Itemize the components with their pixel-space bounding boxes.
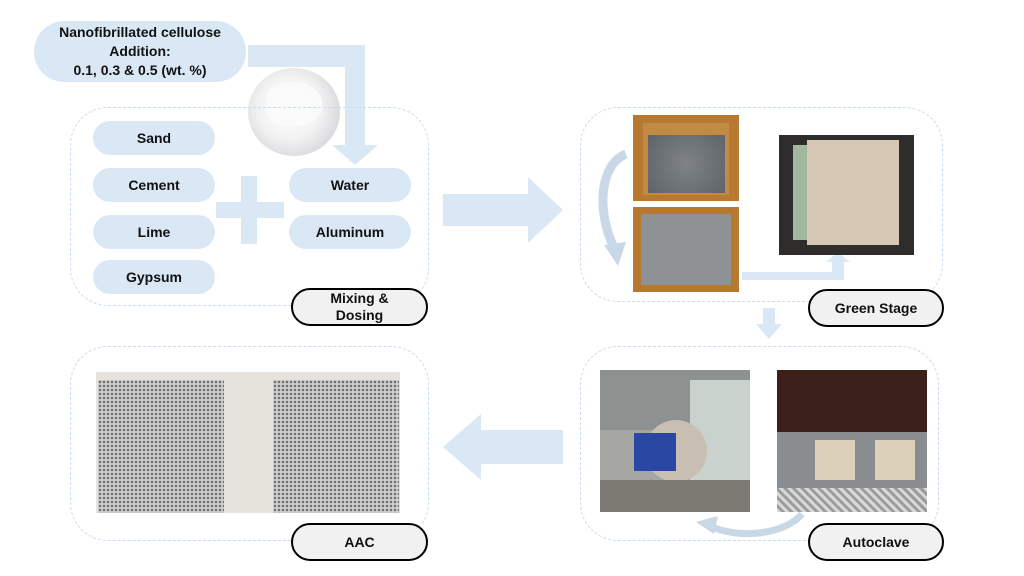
curved-arrow-back-icon: [696, 511, 805, 538]
nfc-addition-bubble: Nanofibrillated cellulose Addition: 0.1,…: [34, 21, 246, 82]
nfc-title: Nanofibrillated cellulose: [59, 24, 221, 40]
autoclave-label: Autoclave: [808, 523, 944, 561]
additive-to-water-arrow: [248, 45, 378, 165]
ingredient-aluminum: Aluminum: [289, 215, 411, 249]
green-stage-label: Green Stage: [808, 289, 944, 327]
ingredient-water: Water: [289, 168, 411, 202]
nfc-amounts: 0.1, 0.3 & 0.5 (wt. %): [73, 62, 207, 78]
aac-label: AAC: [291, 523, 428, 561]
autoclave-machine-photo: [600, 370, 750, 512]
aac-panel: [70, 346, 429, 541]
curved-arrow-down-icon: [598, 150, 629, 266]
ingredient-lime: Lime: [93, 215, 215, 249]
aac-blocks-photo: [96, 372, 400, 513]
ingredient-cement: Cement: [93, 168, 215, 202]
green-block-photo: [779, 135, 914, 255]
autoclave-panel: [580, 346, 939, 541]
mixing-dosing-label: Mixing & Dosing: [291, 288, 428, 326]
mixing-label-line2: Dosing: [335, 307, 384, 323]
elbow-arrow-up-icon: [742, 252, 850, 280]
mixing-panel: [70, 107, 429, 306]
autoclave-interior-photo: [777, 370, 927, 512]
plus-icon: [216, 176, 284, 244]
mold-empty-photo: [633, 115, 739, 201]
arrow-down-icon: [756, 308, 782, 339]
nfc-sample-photo: [248, 68, 340, 156]
mixing-label-line1: Mixing &: [330, 290, 389, 306]
arrow-left-icon: [443, 414, 563, 480]
ingredient-sand: Sand: [93, 121, 215, 155]
ingredient-gypsum: Gypsum: [93, 260, 215, 294]
green-stage-panel: [580, 107, 943, 302]
arrow-right-icon: [443, 177, 563, 243]
nfc-subtitle: Addition:: [109, 43, 171, 59]
mold-filled-photo: [633, 207, 739, 292]
